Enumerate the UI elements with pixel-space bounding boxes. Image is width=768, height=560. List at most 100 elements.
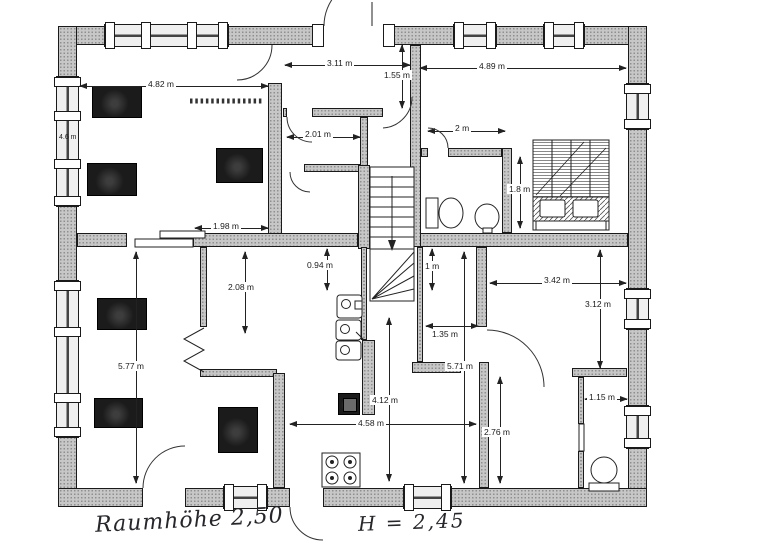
wall-hall-bottom-left-stub bbox=[77, 233, 127, 247]
window-top-right-b bbox=[543, 22, 585, 49]
window-top-left-strip bbox=[104, 22, 229, 49]
door-arc bbox=[286, 116, 313, 143]
dimension-label: 1.8 m bbox=[507, 184, 533, 194]
wall-right bbox=[628, 26, 647, 507]
dimension-line bbox=[425, 323, 479, 329]
wall-bottom-left bbox=[58, 488, 143, 507]
dimension-label: 1.35 m bbox=[430, 329, 460, 339]
wall-corridor-lower bbox=[479, 362, 489, 488]
window-mullion bbox=[544, 22, 554, 49]
dimension-label: 1 m bbox=[423, 261, 442, 271]
wall-lowerleft-room-right bbox=[200, 247, 207, 327]
dimension-line bbox=[419, 65, 627, 71]
window-mullion bbox=[624, 319, 651, 329]
door-arc bbox=[142, 445, 186, 489]
window-mullion bbox=[54, 281, 81, 291]
wall-bath-top bbox=[448, 148, 502, 157]
dimension-label: 1.98 m bbox=[211, 221, 241, 231]
door-arc bbox=[486, 329, 545, 388]
window-mullion bbox=[54, 159, 81, 169]
furniture-block bbox=[87, 163, 137, 196]
door-arc bbox=[382, 96, 413, 129]
window-mullion bbox=[54, 77, 81, 87]
window-bottom-a bbox=[223, 484, 268, 511]
toilet-cistern bbox=[425, 197, 439, 229]
window-mullion bbox=[624, 438, 651, 448]
window-mullion bbox=[454, 22, 464, 49]
kitchen-fixtures bbox=[321, 294, 365, 488]
furniture-block bbox=[92, 86, 142, 118]
window-mullion bbox=[105, 22, 115, 49]
dimension-label: 0.94 m bbox=[305, 260, 335, 270]
door-arc bbox=[289, 506, 324, 541]
wall-corridor-left-thin bbox=[417, 247, 423, 362]
furniture-block bbox=[216, 148, 263, 183]
sink-icon bbox=[474, 203, 500, 231]
wall-livingroom-right bbox=[268, 83, 282, 235]
wall-stair-right bbox=[410, 45, 421, 247]
handwritten-height-note: H = 2,45 bbox=[357, 508, 466, 536]
folding-door bbox=[182, 327, 206, 373]
wall-hall-divider-b bbox=[312, 108, 383, 117]
dimension-label: 2.01 m bbox=[303, 129, 333, 139]
window-mullion bbox=[257, 484, 267, 511]
window-left-upper-strip bbox=[54, 76, 81, 207]
entrance-cap-right bbox=[383, 24, 395, 47]
wall-bedroom-bottom bbox=[414, 233, 628, 247]
window-mullion bbox=[404, 484, 414, 511]
furniture-block bbox=[218, 407, 258, 453]
dimension-label: 1.55 m bbox=[382, 70, 412, 80]
dimension-label: 4.89 m bbox=[477, 61, 507, 71]
wall-bath-top-stub bbox=[421, 148, 428, 157]
window-top-right-a bbox=[453, 22, 497, 49]
kitchen-appliance bbox=[338, 393, 360, 415]
window-mullion bbox=[187, 22, 197, 49]
window-mullion bbox=[54, 427, 81, 437]
dimension-label: 2.76 m bbox=[482, 427, 512, 437]
window-mullion bbox=[141, 22, 151, 49]
dimension-label: 1.15 m bbox=[587, 392, 617, 402]
staircase bbox=[369, 166, 415, 302]
door-arc bbox=[323, 0, 333, 27]
bed bbox=[532, 139, 610, 231]
entrance-cap-left bbox=[312, 24, 324, 47]
door-arc bbox=[289, 171, 311, 193]
dimension-label: 5.71 m bbox=[445, 361, 475, 371]
door-arc bbox=[427, 127, 449, 149]
kitchen-appliance-inner bbox=[343, 398, 357, 412]
dimension-label: 3.11 m bbox=[325, 58, 355, 68]
window-mullion bbox=[54, 196, 81, 206]
window-mullion bbox=[54, 393, 81, 403]
wall-hall-divider-a bbox=[283, 108, 287, 117]
bathroom-fixtures bbox=[425, 197, 500, 234]
wc-fixtures bbox=[588, 456, 620, 492]
door-arcs bbox=[142, 0, 545, 541]
window-right-c bbox=[624, 405, 651, 449]
window-mullion bbox=[54, 111, 81, 121]
furniture-block bbox=[97, 298, 147, 330]
dimension-label: 4.6 m bbox=[59, 134, 77, 141]
toilet-base bbox=[588, 482, 620, 492]
window-mullion bbox=[224, 484, 234, 511]
dimension-label: 4.12 m bbox=[370, 395, 400, 405]
dimension-label: 2.08 m bbox=[226, 282, 256, 292]
window-mullion bbox=[486, 22, 496, 49]
dimension-label: 3.12 m bbox=[583, 299, 613, 309]
window-mullion bbox=[624, 84, 651, 94]
door-arc bbox=[236, 44, 273, 81]
toilet-icon bbox=[438, 197, 464, 229]
sink-tap bbox=[482, 227, 493, 234]
window-mullion bbox=[441, 484, 451, 511]
furniture-block bbox=[94, 398, 143, 428]
dimension-label: 4.58 m bbox=[356, 418, 386, 428]
door-leaves bbox=[134, 230, 585, 452]
window-right-a bbox=[624, 83, 651, 130]
dimension-label: 4.82 m bbox=[146, 79, 176, 89]
wall-centerroom-left bbox=[273, 373, 285, 488]
dimension-line bbox=[242, 251, 248, 334]
wall-hall-bottom bbox=[193, 233, 358, 247]
window-bottom-b bbox=[403, 484, 452, 511]
window-mullion bbox=[218, 22, 228, 49]
